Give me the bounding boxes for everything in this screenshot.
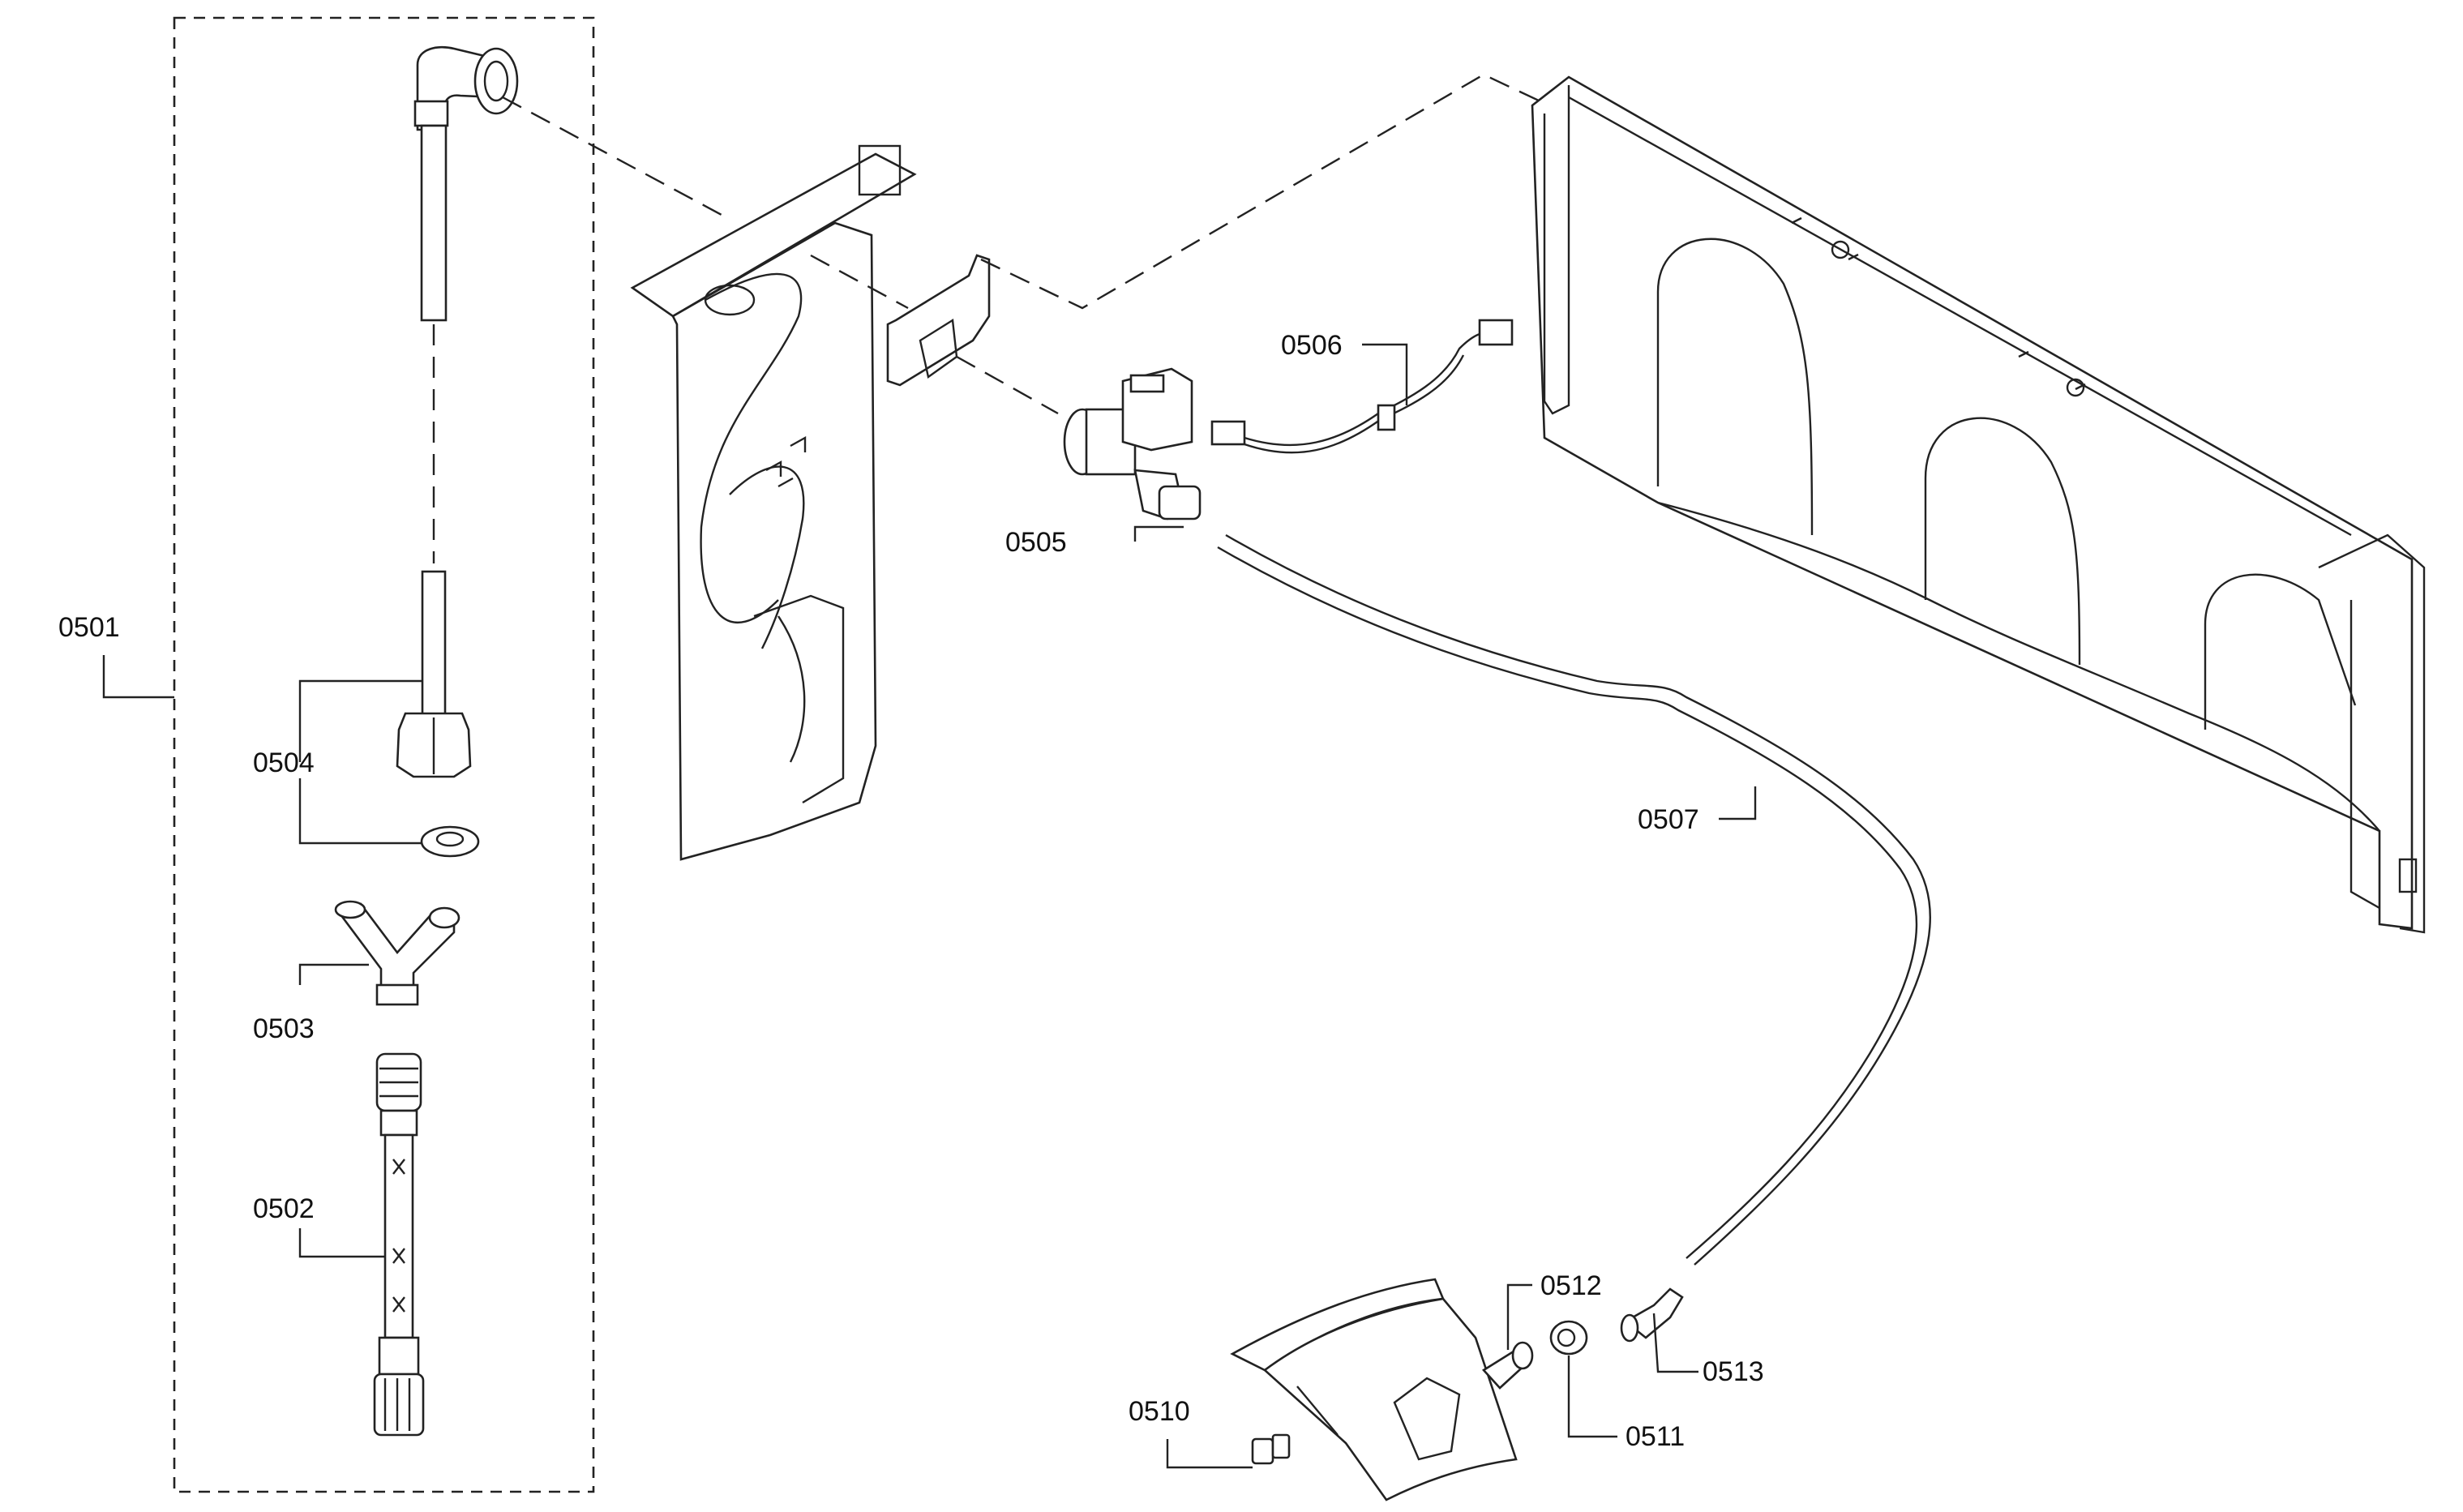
elbow-fitting	[413, 45, 519, 131]
assembly-0501-box	[173, 16, 595, 1493]
part-0507	[1217, 533, 1932, 1266]
label-0501: 0501	[58, 612, 120, 643]
part-0503	[334, 900, 460, 1006]
part-0510	[1251, 1433, 1291, 1465]
label-0512: 0512	[1540, 1270, 1602, 1301]
guide-line-valve	[810, 254, 1059, 415]
part-0505	[1063, 367, 1202, 520]
label-0511: 0511	[1626, 1421, 1685, 1452]
label-0506: 0506	[1281, 330, 1343, 361]
label-0503: 0503	[253, 1013, 315, 1044]
label-0504: 0504	[253, 747, 315, 778]
part-0506	[1210, 319, 1514, 454]
upper-pipe	[420, 124, 448, 322]
part-0513	[1620, 1287, 1684, 1343]
rear-panel	[1531, 75, 2426, 934]
part-0502	[373, 1052, 425, 1437]
part-0504	[396, 570, 480, 858]
part-0511	[1549, 1320, 1588, 1356]
spray-arm-base	[1230, 1278, 1518, 1501]
part-0512	[1481, 1341, 1534, 1390]
label-0510: 0510	[1129, 1396, 1190, 1427]
label-0507: 0507	[1638, 804, 1699, 835]
label-0505: 0505	[1005, 527, 1067, 558]
guide-line-rear	[980, 73, 1541, 310]
label-0513: 0513	[1703, 1356, 1764, 1387]
left-side-panel	[630, 144, 917, 861]
guide-line-elbow	[502, 96, 722, 216]
label-0502: 0502	[253, 1193, 315, 1224]
